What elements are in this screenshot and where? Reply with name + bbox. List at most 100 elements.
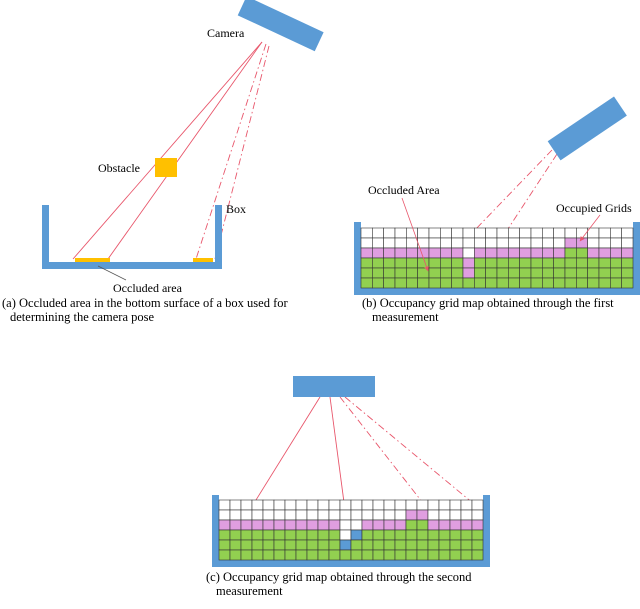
- grid-cell: [451, 267, 464, 279]
- grid-cell: [621, 267, 634, 279]
- grid-cell: [284, 509, 297, 521]
- grid-cell: [383, 267, 396, 279]
- grid-cell: [451, 227, 464, 239]
- grid-cell: [417, 277, 430, 289]
- grid-cell: [284, 529, 297, 541]
- grid-cell: [406, 257, 418, 269]
- grid-cell: [519, 277, 532, 289]
- grid-cell: [519, 237, 532, 249]
- box-right-wall: [215, 205, 222, 269]
- grid-cell: [295, 509, 308, 521]
- grid-cell: [474, 227, 486, 239]
- caption-b-line1: (b) Occupancy grid map obtained through …: [362, 296, 614, 310]
- grid-cell: [621, 227, 634, 239]
- grid-cell: [383, 499, 396, 511]
- grid-cell: [406, 277, 418, 289]
- grid-cell: [462, 257, 475, 269]
- ray-c-right-inner: [339, 396, 431, 513]
- grid-cell: [427, 529, 440, 541]
- grid-cell: [328, 539, 341, 551]
- grid-cell: [462, 277, 475, 289]
- grid-cell: [451, 237, 464, 249]
- grid-cell: [542, 277, 554, 289]
- grid-cell: [416, 519, 429, 531]
- grid-cell: [462, 247, 475, 259]
- grid-cell: [598, 267, 611, 279]
- grid-cell: [284, 519, 297, 531]
- grid-cell: [306, 549, 319, 561]
- grid-cell: [587, 277, 600, 289]
- grid-cell: [471, 549, 484, 561]
- ray-a-left-outer: [72, 41, 263, 260]
- grid-cell: [328, 529, 341, 541]
- ray-c-right-outer: [344, 396, 475, 505]
- grid-cell: [273, 539, 286, 551]
- grid-cell: [350, 499, 363, 511]
- grid-cell: [519, 257, 532, 269]
- grid-cell: [462, 237, 475, 249]
- grid-cell: [317, 529, 330, 541]
- grid-cell: [295, 549, 308, 561]
- grid-cell: [598, 257, 611, 269]
- grid-cell: [564, 267, 577, 279]
- grid-cell: [508, 237, 520, 249]
- grid-cell: [610, 267, 622, 279]
- grid-cell: [440, 247, 452, 259]
- grid-cell: [229, 499, 242, 511]
- grid-cell: [262, 529, 275, 541]
- grid-cell: [361, 539, 374, 551]
- grid-cell: [317, 549, 330, 561]
- grid-cell: [542, 247, 554, 259]
- grid-cell: [530, 247, 543, 259]
- grid-cell: [587, 227, 600, 239]
- grid-cell: [542, 237, 554, 249]
- grid-cell: [485, 237, 498, 249]
- grid-cell: [361, 529, 374, 541]
- grid-cell: [317, 499, 330, 511]
- grid-cell: [240, 549, 253, 561]
- grid-cell: [360, 257, 373, 269]
- grid-cell: [471, 529, 484, 541]
- grid-cell: [273, 549, 286, 561]
- grid-cell: [553, 247, 566, 259]
- grid-cell: [284, 499, 297, 511]
- grid-cell: [474, 267, 486, 279]
- grid-cell: [530, 277, 543, 289]
- grid-cell: [553, 267, 566, 279]
- grid-cell: [240, 539, 253, 551]
- grid-cell: [284, 539, 297, 551]
- grid-cell: [295, 529, 308, 541]
- grid-cell: [394, 529, 407, 541]
- subfigure-c: (c) Occupancy grid map obtained through …: [206, 376, 490, 598]
- grid-cell: [262, 509, 275, 521]
- grid-cell: [383, 247, 396, 259]
- ray-a-right-outer: [214, 45, 270, 260]
- grid-cell: [361, 519, 374, 531]
- grid-cell: [328, 499, 341, 511]
- grid-cell: [542, 267, 554, 279]
- grid-cell: [460, 539, 473, 551]
- grid-cell: [339, 509, 352, 521]
- grid-cell: [394, 539, 407, 551]
- grid-cell: [383, 509, 396, 521]
- grid-cell: [372, 499, 385, 511]
- grid-cell: [428, 227, 441, 239]
- grid-cell: [383, 519, 396, 531]
- grid-cell: [449, 509, 462, 521]
- ray-a-left-inner: [107, 41, 263, 260]
- box-label: Box: [226, 202, 246, 216]
- grid-cell: [350, 519, 363, 531]
- grid-cell: [360, 267, 373, 279]
- grid-cell: [229, 539, 242, 551]
- grid-cell: [440, 257, 452, 269]
- grid-cell: [449, 529, 462, 541]
- grid-cell: [372, 237, 384, 249]
- grid-cell: [360, 227, 373, 239]
- grid-cell: [427, 499, 440, 511]
- grid-cell: [428, 277, 441, 289]
- grid-cell: [295, 539, 308, 551]
- grid-cell: [451, 247, 464, 259]
- grid-cell: [394, 257, 407, 269]
- grid-cell: [508, 247, 520, 259]
- grid-cell: [440, 227, 452, 239]
